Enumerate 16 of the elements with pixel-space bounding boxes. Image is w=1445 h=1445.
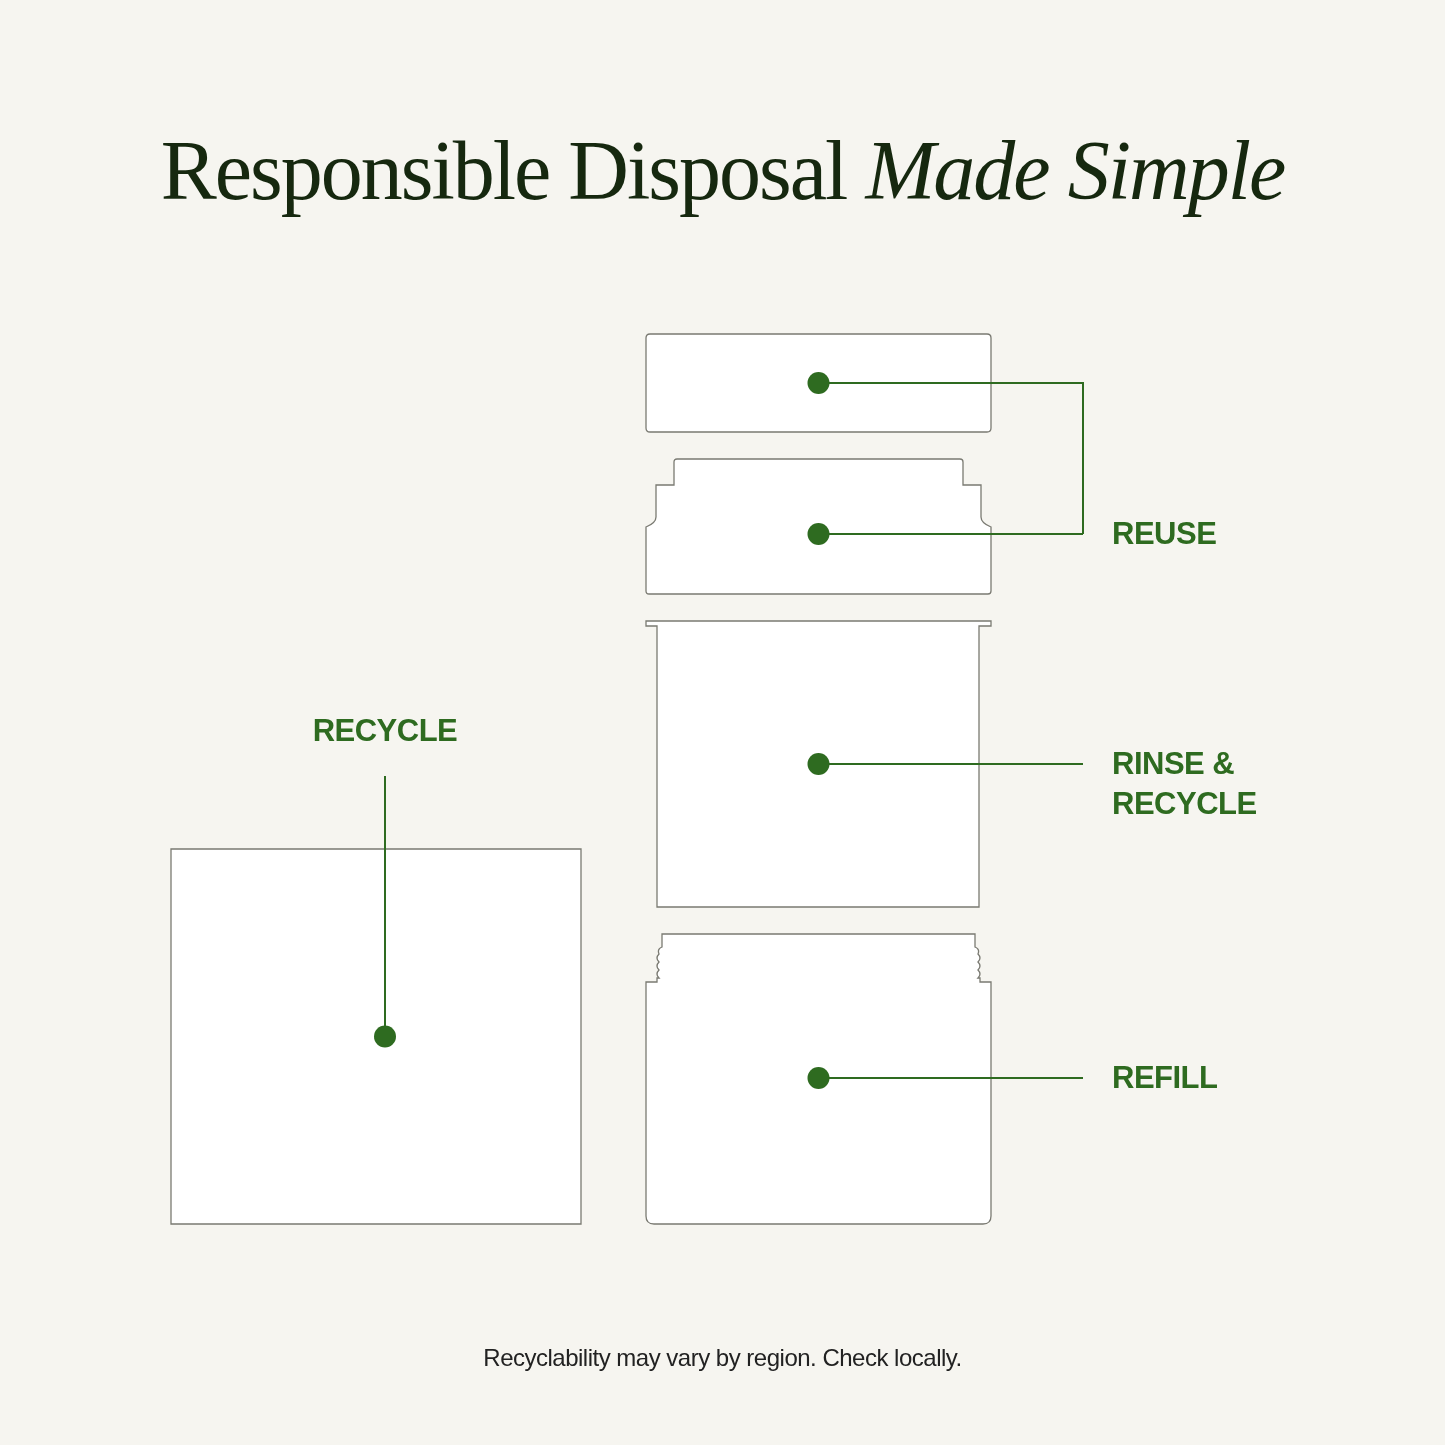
leader-line — [374, 775, 396, 1048]
cap-insert-drawing — [646, 459, 991, 594]
lid-drawing — [646, 334, 991, 432]
part-label: RINSE & RECYCLE — [1112, 744, 1282, 824]
footnote: Recyclability may vary by region. Check locally. — [483, 1344, 962, 1371]
jar-drawing — [646, 934, 991, 1224]
box-drawing — [171, 849, 581, 1224]
leader-line — [807, 523, 1084, 545]
leader-line — [807, 372, 1084, 535]
inner-cup-drawing — [646, 621, 991, 907]
leader-line — [807, 1067, 1084, 1089]
leader-line — [807, 753, 1084, 775]
part-label: RECYCLE — [300, 711, 470, 751]
part-label: REUSE — [1112, 514, 1312, 554]
part-label: REFILL — [1112, 1058, 1312, 1098]
title: Responsible Disposal Made Simple — [160, 125, 1285, 218]
